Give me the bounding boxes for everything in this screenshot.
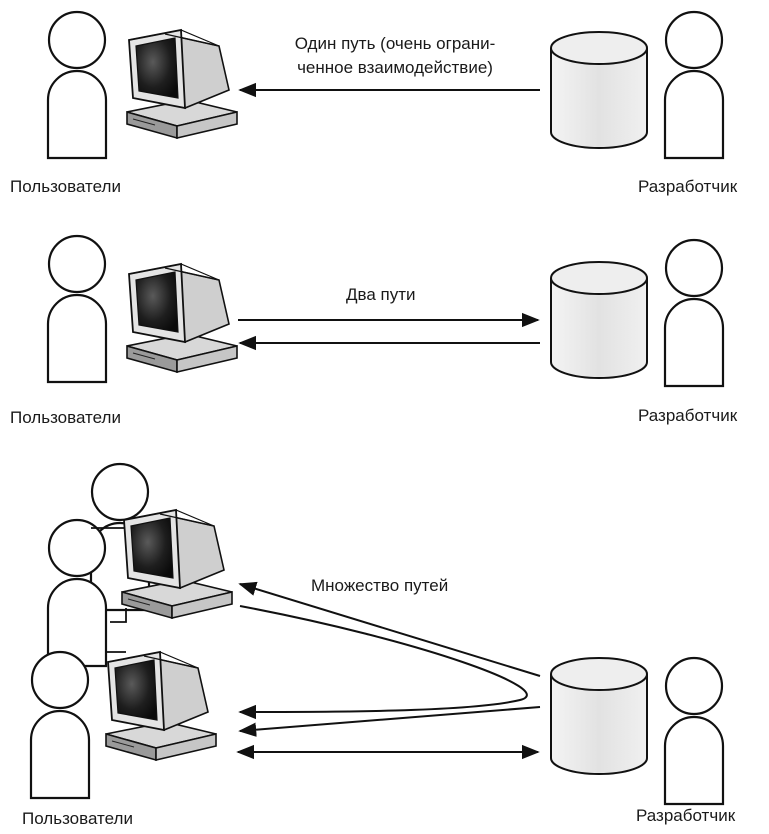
user-person-icon (29, 650, 91, 800)
developer-database-icon (550, 31, 648, 149)
computer-icon (121, 509, 233, 619)
arrow-dev-to-user-bottom (238, 706, 541, 737)
developer-label: Разработчик (636, 806, 736, 825)
panel-1 (46, 10, 725, 160)
users-label: Пользователи (22, 809, 133, 828)
panel-1-arrow-label: Один путь (очень ограни- ченное взаимоде… (250, 32, 540, 80)
panel-2 (46, 234, 725, 388)
computer-icon (126, 263, 238, 373)
developer-database-icon (550, 261, 648, 379)
developer-person-icon (663, 10, 725, 160)
developer-label: Разработчик (638, 177, 738, 196)
developer-database-icon (550, 657, 648, 775)
users-label: Пользователи (10, 177, 121, 196)
panel-3-arrow-label: Множество путей (311, 576, 449, 595)
arrow-loop-path (238, 605, 528, 720)
panel-3 (29, 462, 725, 806)
developer-person-icon (663, 656, 725, 806)
developer-label: Разработчик (638, 406, 738, 425)
users-label: Пользователи (10, 408, 121, 427)
panel-2-arrow-label: Два пути (346, 285, 416, 304)
developer-person-icon (663, 238, 725, 388)
arrow-dev-to-user-top-1 (238, 581, 541, 677)
user-person-icon (46, 518, 108, 668)
arrow-label-line-2: ченное взаимодействие) (297, 58, 493, 77)
user-person-icon (46, 10, 108, 160)
arrow-label-line-1: Один путь (очень ограни- (294, 34, 496, 53)
user-person-icon (46, 234, 108, 384)
computer-icon (126, 29, 238, 139)
computer-icon (105, 651, 217, 761)
